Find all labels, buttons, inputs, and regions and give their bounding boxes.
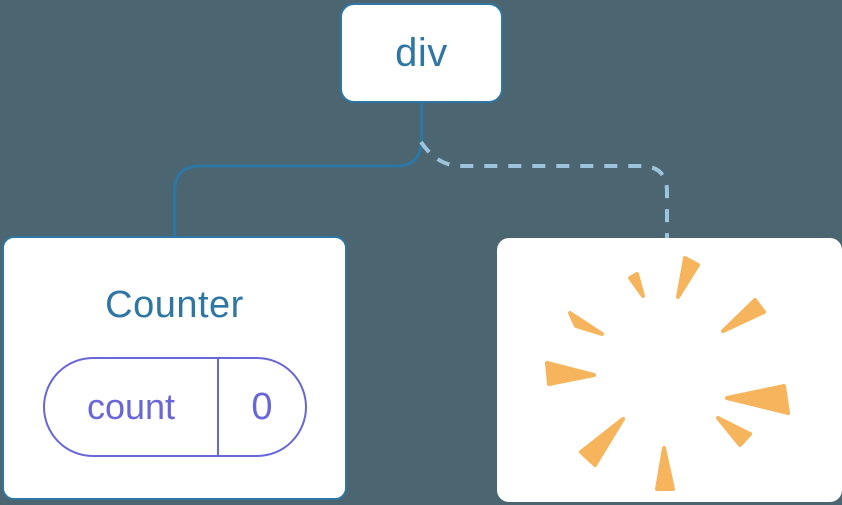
- state-pill-value: 0: [251, 385, 273, 428]
- tree-node-div-label: div: [395, 30, 448, 75]
- connector-dashed-line: [419, 140, 669, 239]
- state-pill-key: count: [86, 386, 176, 427]
- counter-card: Counter count 0: [2, 236, 347, 500]
- poof-ray: [545, 361, 596, 386]
- poof-ray: [579, 417, 625, 467]
- poof-ray: [568, 311, 604, 336]
- poof-ray: [721, 298, 766, 333]
- poof-ray: [628, 272, 645, 298]
- poof-ray: [725, 384, 790, 415]
- removed-component-card: [497, 238, 842, 502]
- counter-card-title: Counter: [105, 284, 244, 326]
- tree-node-div: div: [340, 3, 503, 103]
- poof-burst-icon: [545, 256, 790, 491]
- connector-solid-line: [173, 102, 423, 237]
- poof-ray: [676, 256, 700, 299]
- state-pill-divider: [217, 359, 219, 455]
- state-pill: count 0: [43, 357, 307, 457]
- poof-ray: [655, 446, 675, 491]
- poof-ray: [716, 416, 752, 447]
